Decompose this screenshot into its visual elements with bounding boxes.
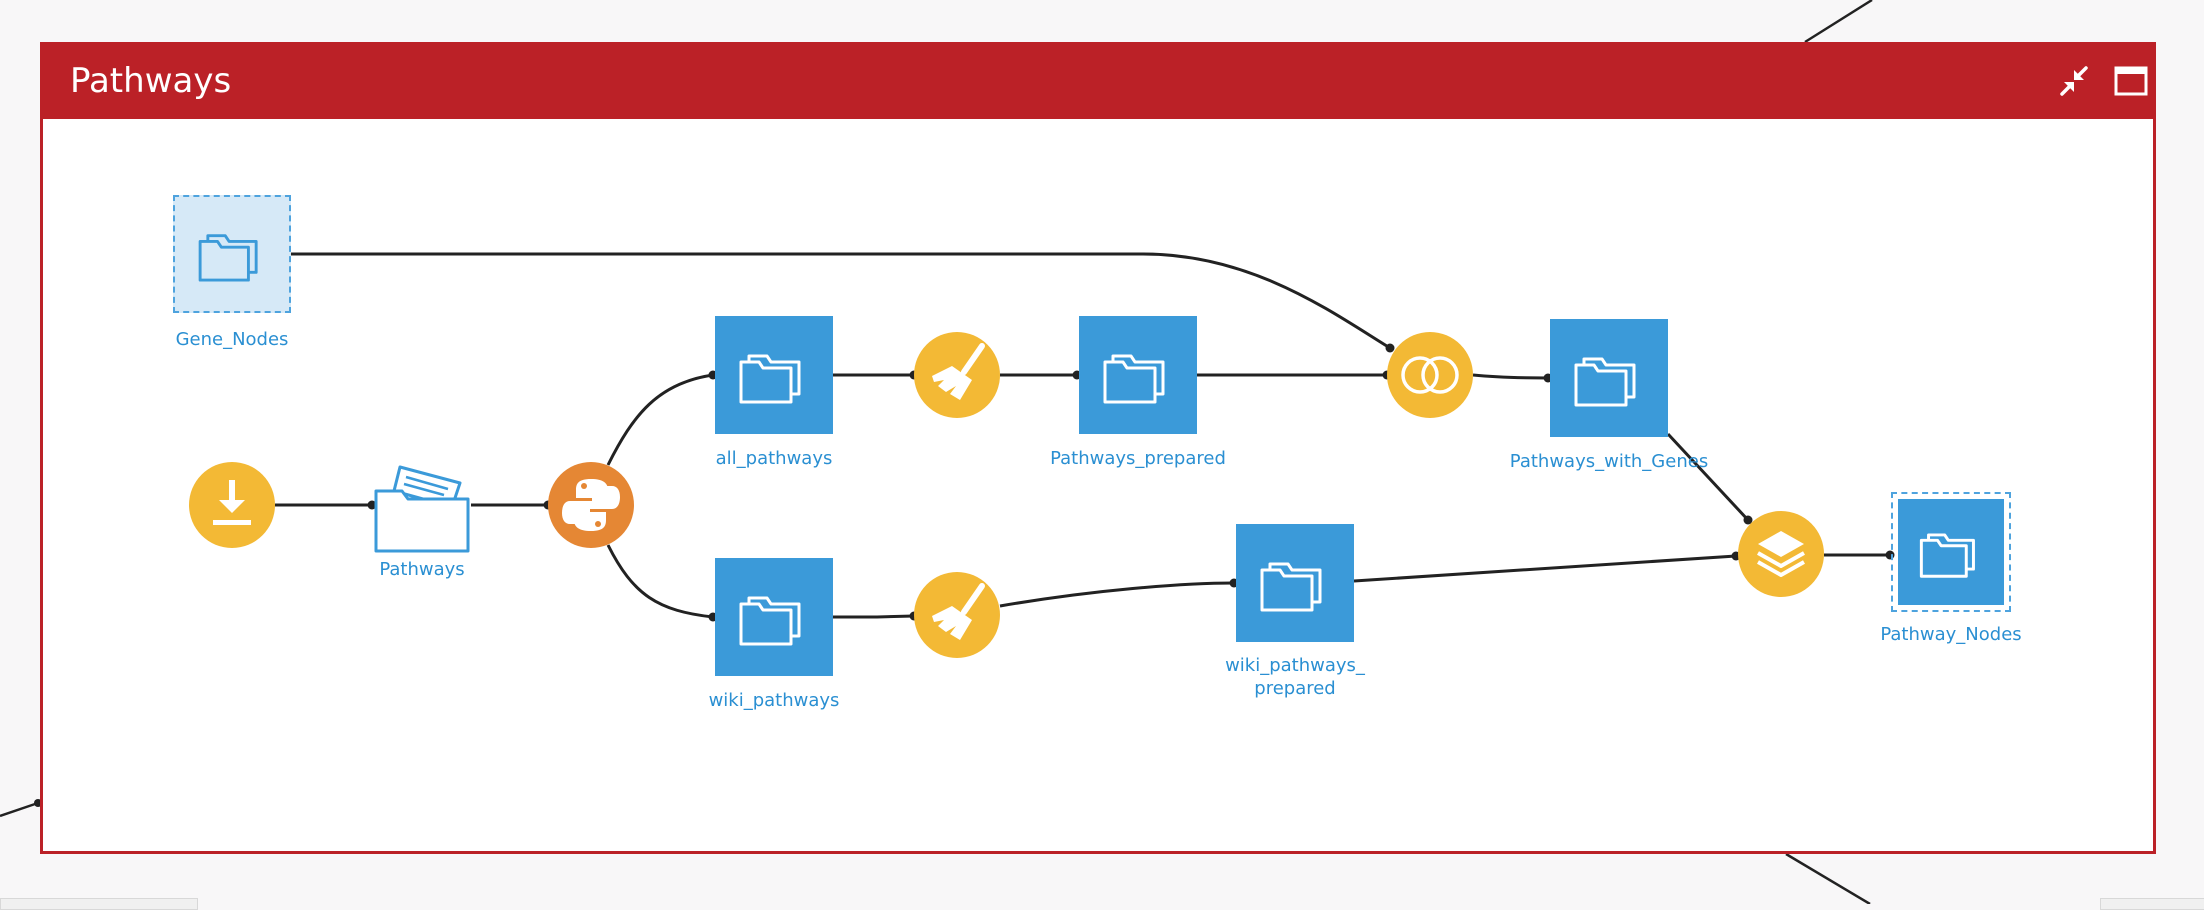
- recipe-python[interactable]: [548, 462, 634, 548]
- folder-dataset-icon: [1919, 533, 1975, 578]
- flow-zone-pathways[interactable]: Pathways: [40, 42, 2156, 854]
- dataset-pathway-nodes[interactable]: [1891, 492, 2011, 612]
- folder-dataset-icon: [1260, 562, 1322, 612]
- folder-dataset-icon: [739, 596, 801, 646]
- stack-layers-icon: [1757, 531, 1805, 577]
- download-recipe-icon: [213, 480, 251, 525]
- folder-dataset-icon: [739, 354, 801, 404]
- bottom-tab-right: [2100, 898, 2204, 910]
- join-rings-icon: [1401, 356, 1459, 394]
- edge-gene-nodes-join: [291, 252, 1391, 350]
- managed-folder-pathways[interactable]: [372, 455, 472, 555]
- flow-edges: [275, 252, 1895, 622]
- edge-wiki-prepare2: [833, 614, 915, 619]
- dataset-wiki-pathways[interactable]: [715, 558, 833, 676]
- zone-header: Pathways: [43, 45, 2153, 119]
- edge-python-all: [606, 373, 714, 466]
- label-all-pathways[interactable]: all_pathways: [715, 448, 833, 469]
- prepare-broom-icon: [932, 583, 985, 640]
- bottom-tab-left: [0, 898, 198, 910]
- edge-prepare2-wikiprepared: [999, 581, 1235, 608]
- dataset-gene-nodes[interactable]: [173, 195, 291, 313]
- dataset-pathways-prepared[interactable]: [1079, 316, 1197, 434]
- edge-python-wiki: [606, 544, 714, 619]
- label-pathways-prepared[interactable]: Pathways_prepared: [1050, 448, 1226, 469]
- recipe-stack[interactable]: [1738, 511, 1824, 597]
- window-maximize-icon[interactable]: [2109, 60, 2153, 104]
- managed-folder-icon: [374, 465, 470, 553]
- folder-dataset-icon: [1574, 357, 1636, 407]
- zone-title: Pathways: [70, 61, 232, 101]
- dataset-all-pathways[interactable]: [715, 316, 833, 434]
- edge-join-withgenes: [1472, 373, 1549, 380]
- prepare-broom-icon: [932, 343, 985, 400]
- python-recipe-icon: [562, 479, 620, 531]
- recipe-prepare-all[interactable]: [914, 332, 1000, 418]
- dataset-wiki-pathways-prepared[interactable]: [1236, 524, 1354, 642]
- label-pathway-nodes[interactable]: Pathway_Nodes: [1880, 624, 2022, 645]
- recipe-join[interactable]: [1387, 332, 1473, 418]
- folder-dataset-icon: [198, 234, 258, 282]
- folder-dataset-icon: [1103, 354, 1165, 404]
- label-gene-nodes[interactable]: Gene_Nodes: [175, 329, 289, 350]
- recipe-download[interactable]: [189, 462, 275, 548]
- label-pathways[interactable]: Pathways: [379, 559, 465, 580]
- label-wiki-pathways-prepared[interactable]: wiki_pathways_ prepared: [1225, 655, 1365, 699]
- label-pathways-with-genes[interactable]: Pathways_with_Genes: [1509, 451, 1709, 472]
- recipe-prepare-wiki[interactable]: [914, 572, 1000, 658]
- collapse-arrows-icon[interactable]: [2052, 60, 2096, 104]
- edge-withgenes-stack: [1666, 432, 1750, 522]
- edge-wikiprepared-stack: [1353, 554, 1737, 583]
- dataset-pathways-with-genes[interactable]: [1550, 319, 1668, 437]
- label-wiki-pathways[interactable]: wiki_pathways: [708, 690, 840, 711]
